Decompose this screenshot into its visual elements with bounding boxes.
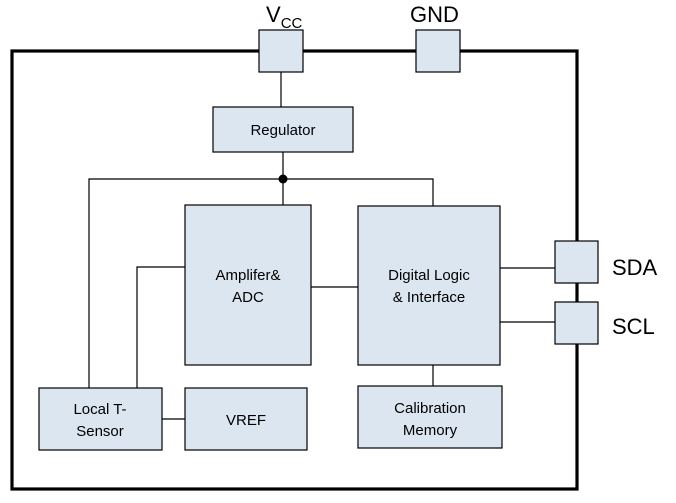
gnd-label: GND	[410, 2, 459, 27]
sda-label: SDA	[612, 255, 658, 280]
amplifier-label-line1: Amplifer&	[215, 267, 280, 284]
wire-power-bus	[88, 178, 434, 388]
vref-block: VREF	[184, 387, 308, 451]
wire-sensor-amplifier	[136, 266, 185, 388]
junction-dot	[278, 174, 288, 184]
digital-logic-block: Digital Logic & Interface	[357, 205, 501, 366]
digital-label-line2: & Interface	[393, 289, 466, 306]
sensor-label-line2: Sensor	[76, 423, 124, 440]
vcc-label: VCC	[266, 2, 303, 32]
amplifier-adc-block: Amplifer& ADC	[184, 204, 312, 366]
digital-label-line1: Digital Logic	[388, 267, 470, 284]
connections	[88, 72, 555, 420]
amplifier-label-line2: ADC	[232, 289, 264, 306]
gnd-pin	[415, 29, 461, 73]
sda-pin	[554, 240, 599, 284]
calibration-label-line2: Memory	[403, 422, 458, 439]
regulator-block: Regulator	[212, 106, 354, 153]
local-sensor-block: Local T- Sensor	[38, 387, 163, 451]
scl-pin	[554, 301, 599, 345]
vcc-pin	[258, 29, 304, 73]
calibration-label-line1: Calibration	[394, 400, 466, 417]
sensor-label-line1: Local T-	[73, 401, 126, 418]
calibration-memory-block: Calibration Memory	[357, 385, 503, 449]
regulator-label: Regulator	[250, 122, 315, 139]
scl-label: SCL	[612, 314, 655, 339]
vref-label: VREF	[226, 412, 266, 429]
